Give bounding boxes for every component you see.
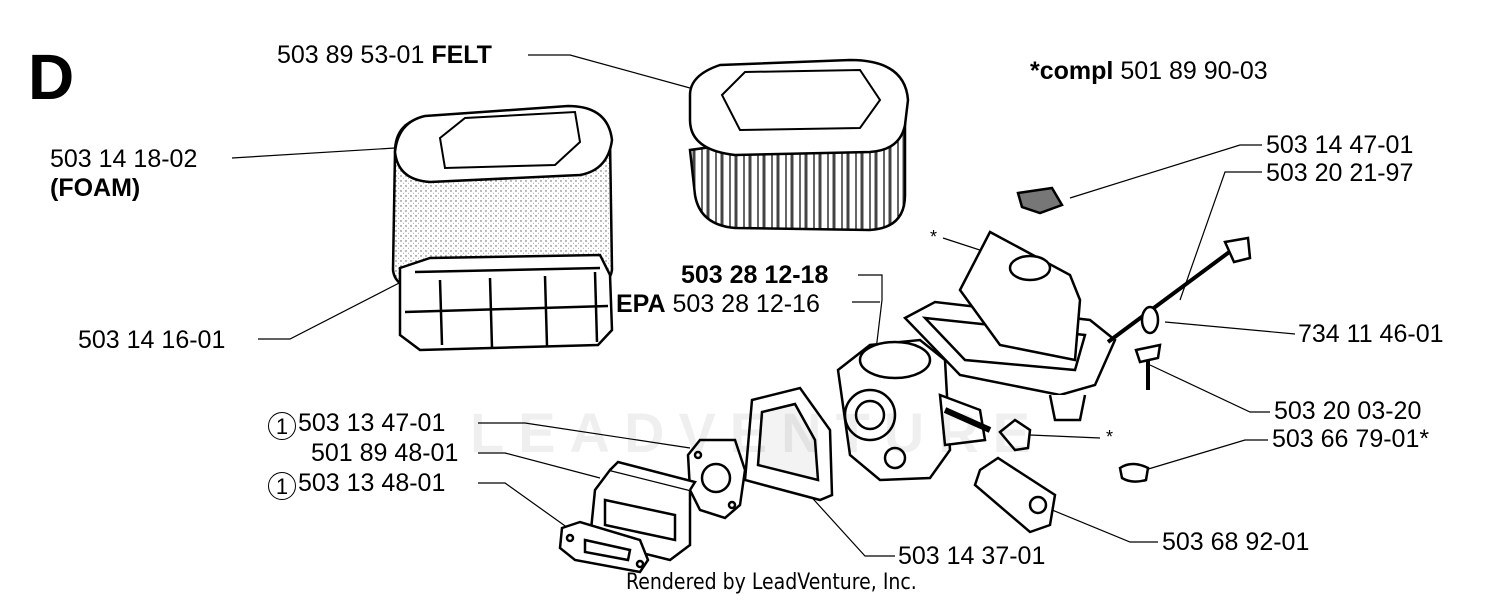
leader-screw [1149, 364, 1270, 413]
label-foam-support[interactable]: 503 14 16-01 [78, 326, 226, 354]
label-intake[interactable]: 501 89 48-01 [311, 439, 459, 467]
carburetor-illustration [836, 338, 992, 482]
foam-filter-illustration [391, 104, 614, 294]
leader-gasket-b [478, 482, 569, 529]
leader-star-nipple [1029, 434, 1101, 439]
label-gasket-b-number: 503 13 48-01 [298, 469, 446, 497]
leader-foam-support [258, 279, 406, 340]
label-carburetor[interactable]: 503 28 12-18 [681, 261, 829, 289]
star-bracket: * [930, 227, 938, 247]
bracket-illustration [902, 230, 1117, 422]
label-gasket-a-number: 503 13 47-01 [298, 409, 446, 437]
leader-carb [858, 274, 883, 351]
label-foam-word: (FOAM) [50, 174, 141, 202]
label-carburetor-epa[interactable]: EPA 503 28 12-16 [616, 290, 820, 318]
plug-shape [1118, 462, 1150, 483]
label-plug[interactable]: 503 66 79-01* [1272, 425, 1430, 453]
felt-filter-illustration [688, 58, 910, 232]
watermark: LEADVENTURE [470, 401, 1045, 464]
pad-shape [1016, 186, 1064, 215]
leader-lines [231, 54, 1296, 557]
screw-shape [1134, 343, 1162, 364]
label-tube[interactable]: 503 68 92-01 [1162, 528, 1310, 556]
star-nipple: * [1106, 427, 1114, 447]
ref-circle-a: 1 [268, 412, 296, 440]
label-frame[interactable]: 503 14 37-01 [898, 542, 1046, 570]
washer-shape [1140, 305, 1160, 335]
label-felt-number: 503 89 53-01 [277, 41, 425, 69]
leader-gasket-a [478, 422, 691, 449]
label-washer[interactable]: 734 11 46-01 [1298, 320, 1444, 348]
section-letter: D [28, 41, 75, 113]
leader-plug [1144, 439, 1268, 471]
label-bolt-long[interactable]: 503 20 21-97 [1266, 159, 1414, 187]
nipple-shape [998, 418, 1032, 452]
gasket-b-illustration [558, 520, 650, 574]
label-felt[interactable]: 503 89 53-01 FELT [277, 41, 492, 69]
label-carburetor-epa-prefix: EPA [616, 290, 666, 318]
gasket-a-illustration [686, 438, 747, 520]
leader-tube [1039, 504, 1158, 543]
kit-note: *compl 501 89 90-03 [1030, 57, 1268, 85]
leader-foam [231, 147, 396, 159]
label-screw[interactable]: 503 20 03-20 [1274, 397, 1422, 425]
leader-bolt [1179, 171, 1262, 301]
long-bolt [1106, 248, 1234, 344]
foam-support-illustration [398, 253, 614, 352]
kit-note-prefix: *compl [1030, 57, 1114, 85]
tube-shape [973, 456, 1057, 534]
label-pad[interactable]: 503 14 47-01 [1266, 131, 1414, 159]
leader-felt [528, 54, 691, 89]
label-carburetor-epa-number: 503 28 12-16 [672, 290, 820, 318]
label-foam[interactable]: 503 14 18-02 [50, 145, 198, 173]
leader-intake [478, 452, 601, 479]
frame-gasket-illustration [743, 386, 834, 502]
leader-washer [1164, 321, 1296, 335]
footer-credit: Rendered by LeadVenture, Inc. [626, 570, 917, 595]
label-felt-word: FELT [431, 41, 492, 69]
ref-circle-b: 1 [268, 472, 296, 500]
fasteners-illustration [973, 186, 1252, 534]
leader-frame [804, 489, 895, 557]
kit-note-number: 501 89 90-03 [1120, 57, 1268, 85]
leader-pad [1069, 144, 1262, 199]
